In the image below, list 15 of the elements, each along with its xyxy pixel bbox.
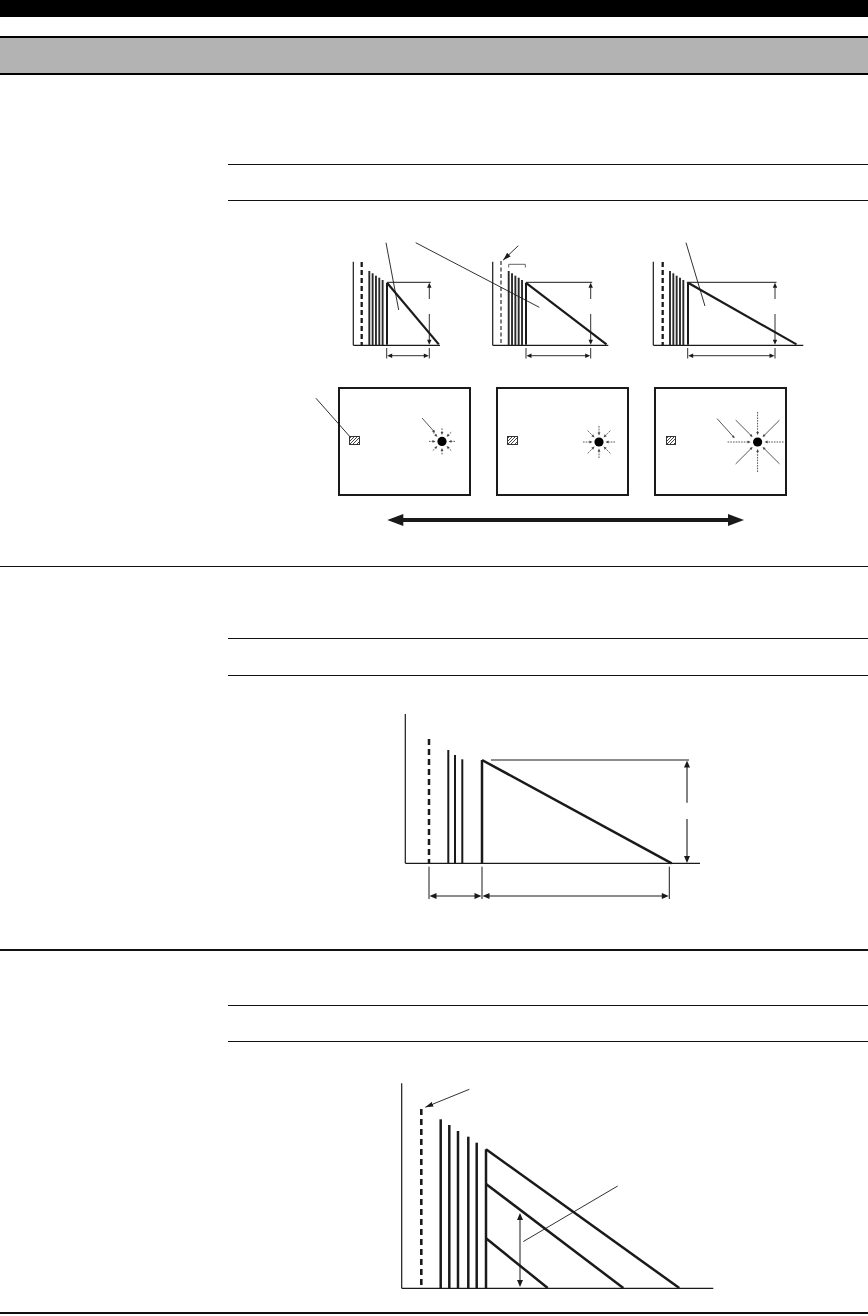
hatched-square-icon — [349, 436, 360, 446]
room-frame — [337, 386, 472, 496]
room-frame — [653, 386, 788, 496]
leader-line — [315, 397, 350, 437]
leader-line — [415, 242, 540, 308]
decay-ramp — [686, 282, 797, 345]
dashed-line — [420, 1108, 423, 1288]
leader-line — [385, 242, 400, 311]
leader-line — [685, 242, 706, 307]
room-frame — [495, 386, 630, 496]
decay-ramp — [525, 282, 608, 345]
dimension-arrow — [517, 1212, 524, 1287]
decay-ramp — [386, 282, 440, 345]
leader-line — [522, 1185, 619, 1242]
dashed-line — [500, 261, 503, 345]
